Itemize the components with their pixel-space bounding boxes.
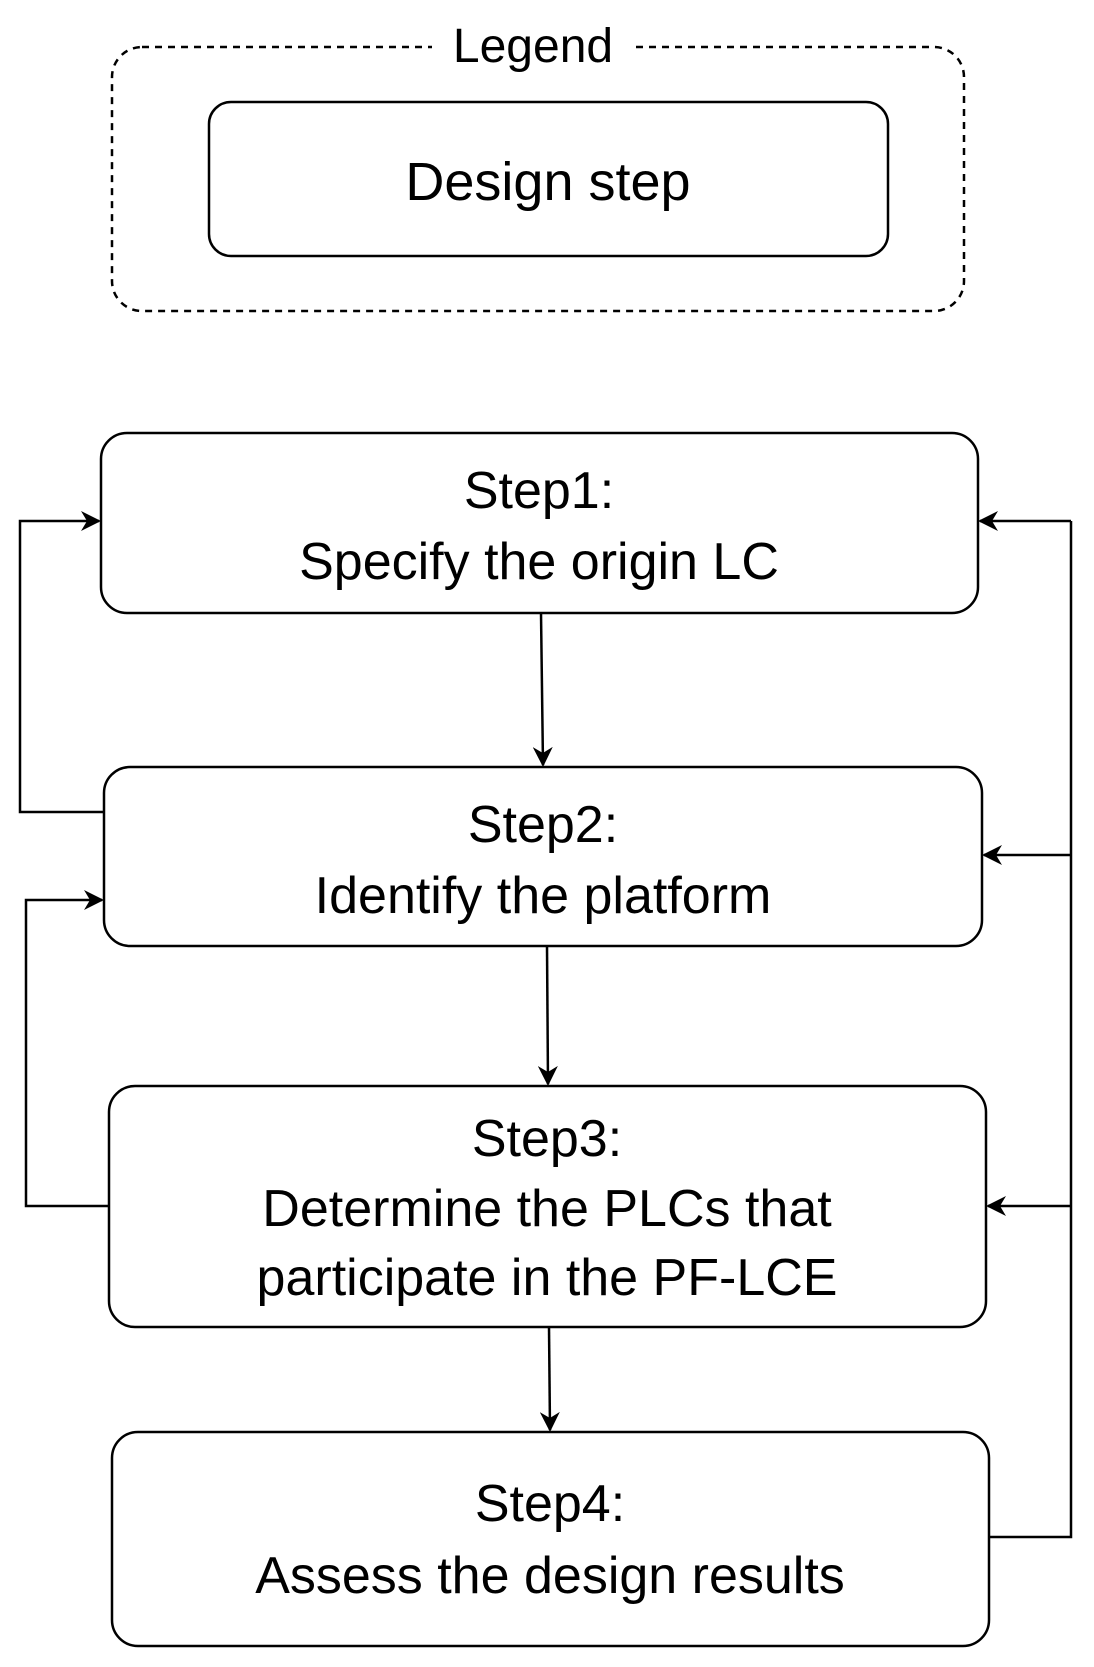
step-3-description-line-1: Determine the PLCs that (262, 1180, 832, 1238)
arrow-step1-to-step2 (532, 612, 553, 767)
legend-design-step-box (207, 100, 890, 258)
step-1-description: Specify the origin LC (299, 533, 779, 591)
step-2-node: Step2: Identify the platform (102, 765, 984, 948)
step-2-description: Identify the platform (315, 867, 772, 925)
step-3-description-line-2: participate in the PF-LCE (257, 1249, 838, 1307)
step-1-title: Step1: (464, 462, 614, 520)
step-2-title: Step2: (468, 796, 618, 854)
arrow-step2-to-step3 (537, 945, 558, 1086)
step-4-description: Assess the design results (255, 1547, 845, 1605)
feedback-step3-to-step2 (24, 890, 109, 1208)
step-4-title: Step4: (475, 1475, 625, 1533)
step-1-node: Step1: Specify the origin LC (99, 431, 980, 615)
right-feedback-connectors (978, 511, 1073, 1539)
feedback-bus-from-step4 (989, 521, 1073, 1539)
legend: Legend Design step (110, 20, 966, 313)
step-4-node: Step4: Assess the design results (110, 1430, 991, 1648)
legend-title-background (432, 20, 634, 76)
left-feedback-connectors (18, 511, 109, 1208)
forward-connectors (532, 612, 560, 1432)
legend-design-step-label: Design step (405, 152, 690, 212)
step-3-node: Step3: Determine the PLCs that participa… (107, 1084, 988, 1329)
legend-title: Legend (453, 20, 613, 73)
arrow-step3-to-step4 (539, 1326, 560, 1432)
step-4-box (110, 1430, 991, 1648)
feedback-step2-to-step1 (18, 511, 104, 814)
step-3-title: Step3: (472, 1110, 622, 1168)
